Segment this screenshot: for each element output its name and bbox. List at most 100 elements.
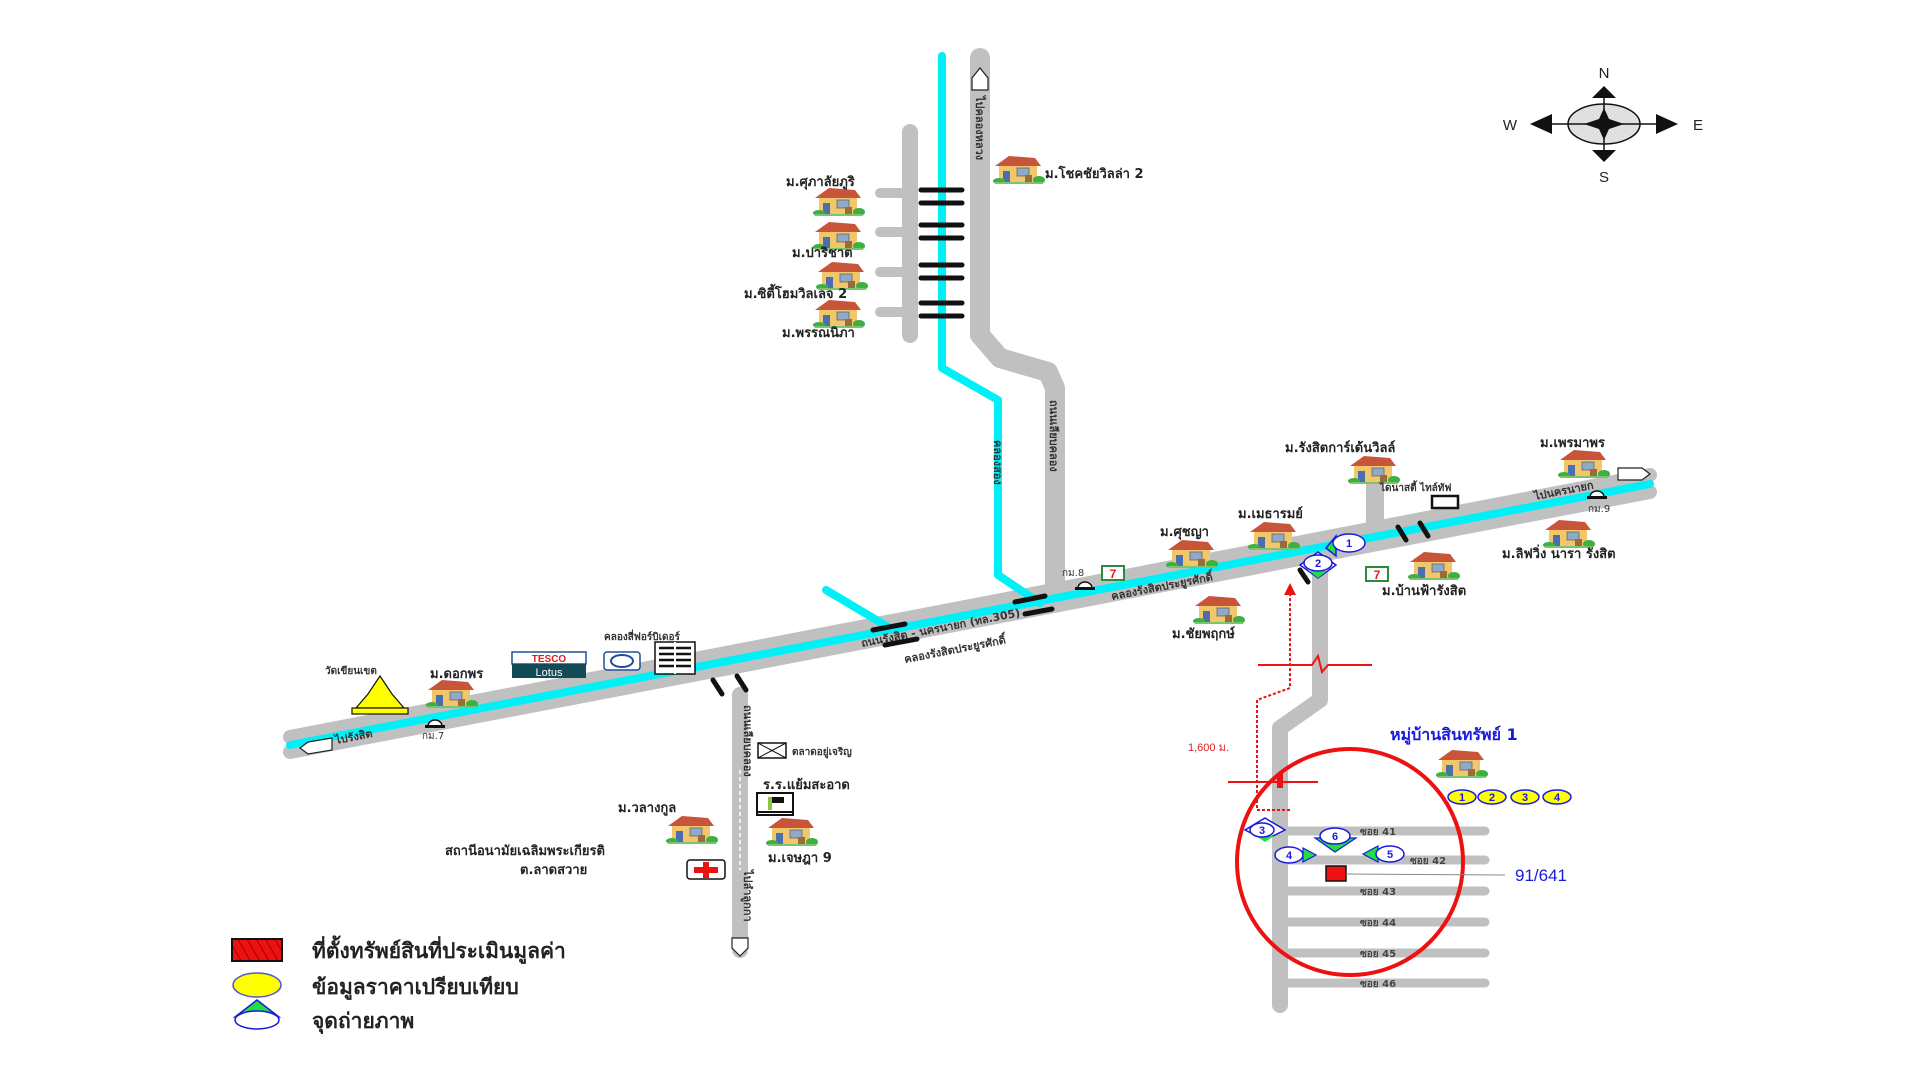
- comparable-1[interactable]: 1: [1447, 789, 1477, 805]
- village-v10: ม.ลิฟวิ่ง นารา รังสิต: [1502, 519, 1616, 562]
- village-v5: ม.โชคชัยวิลล่า 2: [992, 155, 1144, 185]
- subject-highlight-circle: [1235, 747, 1465, 977]
- temple-icon: [354, 674, 406, 709]
- comparable-number: 1: [1459, 792, 1465, 804]
- village-label: ม.ดอกพร: [430, 667, 483, 682]
- clinic-landmark: สถานีอนามัยเฉลิมพระเกียรติ ต.ลาดสวาย: [445, 843, 726, 880]
- photo-point-number: 5: [1387, 849, 1393, 861]
- market-landmark: ตลาดอยู่เจริญ: [757, 742, 852, 759]
- south-road-lower-label: ไปลำลูกกา: [740, 868, 755, 922]
- main-road-north-lane: [283, 468, 1657, 744]
- legend: ที่ตั้งทรัพย์สินที่ประเมินมูลค่า ข้อมูลร…: [231, 935, 566, 1035]
- building-landmark: คลองสี่ฟอร์บิเดอร์: [604, 629, 696, 675]
- comparable-number: 3: [1522, 792, 1528, 804]
- to-lam-luk-ka-arrow-icon: [731, 937, 749, 957]
- bank-icon: [603, 651, 641, 671]
- landmarks: วัดเขียนเขต TESCO Lotus คลองสี่ฟอร์บิเดอ…: [325, 480, 1460, 880]
- subject-village-info: หมู่บ้านสินทรัพย์ 1 1 2 3 4: [1390, 725, 1572, 805]
- dynasty-icon: [1430, 494, 1460, 510]
- photo-point-1[interactable]: 1: [1324, 533, 1366, 558]
- house-icon: [812, 299, 866, 329]
- compass-east-label: E: [1693, 117, 1703, 134]
- village-v2: ม.ปาริชาต: [792, 221, 866, 261]
- soi-label: ซอย 43: [1360, 887, 1396, 898]
- photo-point-number: 2: [1315, 558, 1321, 570]
- comparable-2[interactable]: 2: [1477, 789, 1507, 805]
- km8-label: กม.8: [1062, 568, 1084, 579]
- village-label: ม.ศุชญา: [1160, 525, 1209, 540]
- road-network: [283, 48, 1657, 1013]
- km7-marker: กม.7: [422, 719, 445, 742]
- village-label: ม.เพรมาพร: [1540, 436, 1605, 451]
- south-road-upper-label: ถนนเลียบคลอง: [741, 705, 754, 777]
- soi-label: ซอย 45: [1360, 949, 1396, 960]
- distance-label: 1,600 ม.: [1188, 742, 1229, 754]
- north-road-lower-label: ถนนเลียบคลอง: [1047, 400, 1060, 472]
- km9-label: กม.9: [1588, 504, 1610, 515]
- market-label: ตลาดอยู่เจริญ: [792, 746, 852, 759]
- village-label: ม.บ้านฟ้ารังสิต: [1382, 583, 1466, 599]
- photo-point-6[interactable]: 6: [1313, 827, 1358, 853]
- village-v4: ม.พรรณนิภา: [782, 299, 866, 341]
- house-icon: [665, 815, 719, 845]
- seven-eleven-icon: 7: [1365, 566, 1389, 582]
- svg-text:7: 7: [1110, 567, 1117, 581]
- house-icon: [1247, 521, 1301, 551]
- north-canal-label: คลองสอง: [991, 440, 1004, 485]
- comparable-4[interactable]: 4: [1542, 789, 1572, 805]
- legend-item-comparable: ข้อมูลราคาเปรียบเทียบ: [232, 972, 519, 1001]
- village-label: ม.โชคชัยวิลล่า 2: [1045, 165, 1144, 182]
- building-label: คลองสี่ฟอร์บิเดอร์: [604, 629, 681, 643]
- photo-point-number: 6: [1332, 831, 1338, 843]
- lotus-label: Lotus: [536, 667, 563, 679]
- villages: ม.ศุภาลัยภูริ ม.ปาริชาต ม.ซิตี้โฮมวิลเลจ…: [425, 155, 1616, 866]
- north-arrow-icon: [1592, 86, 1616, 98]
- seven-eleven-icon: 7: [1101, 565, 1125, 581]
- photo-point-number: 1: [1346, 538, 1352, 550]
- house-icon: [1435, 749, 1489, 779]
- soi-label: ซอย 44: [1360, 918, 1396, 929]
- yellow-ellipse-icon: [232, 972, 282, 998]
- east-arrow-icon: [1656, 114, 1678, 134]
- village-label: ม.พรรณนิภา: [782, 326, 855, 341]
- village-label: ม.ซิตี้โฮมวิลเลจ 2: [744, 283, 847, 302]
- village-v3: ม.ซิตี้โฮมวิลเลจ 2: [744, 261, 869, 302]
- photo-point-3[interactable]: 3: [1243, 817, 1287, 842]
- comparable-3[interactable]: 3: [1510, 789, 1540, 805]
- to-khlong-luang-arrow-icon: [971, 67, 989, 91]
- legend-label: ที่ตั้งทรัพย์สินที่ประเมินมูลค่า: [312, 935, 566, 965]
- comparable-number: 2: [1489, 792, 1495, 804]
- legend-label: ข้อมูลราคาเปรียบเทียบ: [312, 974, 519, 1001]
- photo-point-4[interactable]: 4: [1274, 846, 1318, 864]
- main-canal: [286, 480, 1654, 749]
- village-v8: ม.เมธารมย์: [1238, 506, 1303, 551]
- village-v1: ม.ศุภาลัยภูริ: [786, 175, 866, 217]
- comparable-number: 4: [1554, 792, 1561, 804]
- house-icon: [812, 187, 866, 217]
- legend-item-subject: ที่ตั้งทรัพย์สินที่ประเมินมูลค่า: [231, 935, 566, 965]
- house-icon: [1192, 595, 1246, 625]
- tesco-label: TESCO: [532, 654, 567, 665]
- distance-indicator: 1,600 ม.: [1188, 583, 1372, 811]
- legend-item-photo: จุดถ่ายภาพ: [232, 999, 414, 1035]
- school-landmark: ร.ร.แย้มสะอาด: [756, 777, 850, 816]
- branch-canal: [822, 586, 894, 632]
- village-label: ม.ศุภาลัยภูริ: [786, 175, 855, 190]
- subject-property-marker[interactable]: [1325, 865, 1347, 882]
- main-road-south-lane: [283, 485, 1657, 759]
- temple-label: วัดเขียนเขต: [325, 665, 377, 677]
- village-v11: ม.บ้านฟ้ารังสิต: [1382, 551, 1466, 599]
- to-rangsit-arrow-icon: [299, 737, 333, 755]
- north-road-label: ไปคลองหลวง: [973, 94, 987, 160]
- photo-point-2[interactable]: 2: [1298, 551, 1338, 579]
- km7-label: กม.7: [422, 731, 444, 742]
- comparable-markers: 1 2 3 4: [1447, 789, 1572, 805]
- village-v15: ม.เจษฎา 9: [765, 817, 832, 866]
- legend-label: จุดถ่ายภาพ: [312, 1008, 414, 1035]
- village-label: ม.รังสิตการ์เด้นวิลล์: [1285, 440, 1395, 456]
- photo-point-5[interactable]: 5: [1361, 845, 1405, 863]
- photo-point-number: 3: [1259, 825, 1265, 837]
- bridges: [710, 187, 1431, 697]
- village-v7: ม.เพรมาพร: [1540, 436, 1611, 479]
- village-v14: ม.วลางกูล: [618, 801, 719, 845]
